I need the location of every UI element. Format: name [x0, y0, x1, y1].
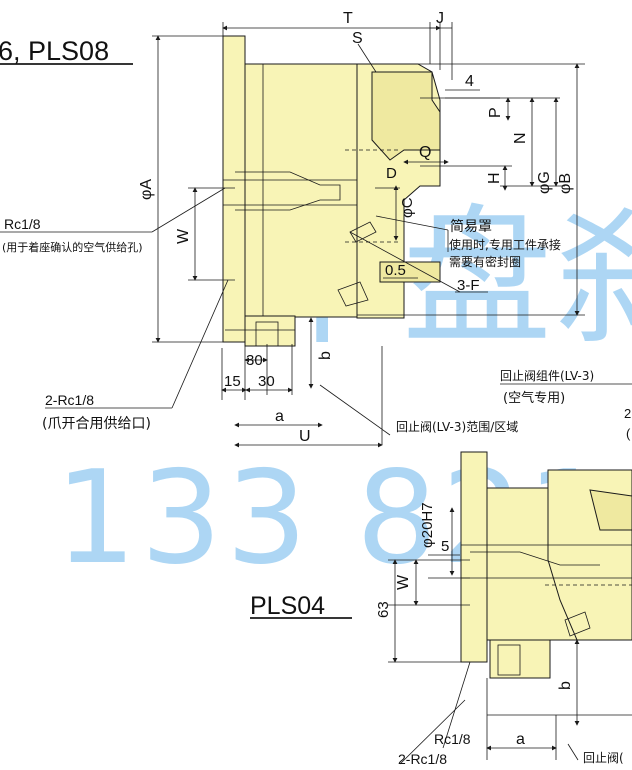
dim-H: H: [486, 172, 503, 184]
note-edge-paren: (: [626, 426, 631, 441]
note-check-valve-sub: 回止阀(: [583, 751, 624, 765]
sub-chuck-details: [461, 544, 632, 676]
dim-D: D: [386, 165, 397, 182]
dim-W-sub: W: [395, 574, 412, 590]
dim-phi20H7: φ20H7: [419, 502, 436, 548]
dim-15: 15: [224, 373, 241, 390]
note-cover-line-2: 需要有密封圈: [449, 254, 521, 269]
note-rc18-desc: (用于着座确认的空气供给孔): [2, 240, 143, 254]
main-chuck-details: [223, 64, 400, 347]
note-rc18: Rc1/8: [4, 216, 41, 232]
note-2-rc18-desc: (爪开合用供给口): [42, 416, 151, 432]
dim-63: 63: [375, 601, 392, 618]
sub-title: PLS04: [250, 592, 325, 620]
sub-dimension-lines: [388, 507, 632, 765]
sub-chuck-body: [460, 451, 632, 679]
note-rc18-sub: Rc1/8: [434, 731, 471, 747]
dim-4: 4: [465, 73, 474, 90]
note-2-rc18: 2-Rc1/8: [45, 392, 94, 408]
note-air-only: (空气专用): [503, 390, 565, 406]
dim-P: P: [487, 107, 504, 118]
dim-30-top: 30: [246, 352, 263, 369]
dim-U: U: [299, 428, 311, 445]
note-2-rc18-sub: 2-Rc1/8: [398, 751, 447, 767]
dim-5: 5: [441, 538, 449, 555]
dim-phiA: φA: [138, 179, 155, 200]
dim-b: b: [317, 351, 334, 360]
dim-T: T: [343, 10, 353, 27]
dim-N: N: [512, 132, 529, 144]
dim-Q: Q: [419, 144, 431, 161]
note-cover-line-1: 使用时,专用工件承接: [449, 237, 561, 252]
dim-3-F: 3-F: [457, 277, 480, 294]
dim-phiC: φC: [399, 197, 416, 218]
main-labels: T J S 4 P N Q H φG φB φA φC D W b 0.5 3-…: [2, 10, 632, 445]
dim-a: a: [275, 408, 284, 425]
dim-b-sub: b: [557, 681, 574, 690]
main-title: 6, PLS08: [0, 36, 109, 66]
note-cover-title: 简易罩: [450, 218, 492, 235]
dim-phiB: φB: [557, 173, 574, 194]
note-edge-two: 2: [624, 406, 631, 421]
dim-0-5: 0.5: [385, 262, 406, 279]
dim-S: S: [352, 30, 363, 47]
dim-J: J: [436, 10, 444, 27]
dim-phiG: φG: [536, 171, 553, 194]
main-dimension-lines: [0, 22, 585, 448]
dim-30-bottom: 30: [258, 373, 275, 390]
note-check-valve-range: 回止阀(LV-3)范围/区域: [396, 420, 518, 434]
note-check-valve-assy: 回止阀组件(LV-3): [500, 369, 594, 383]
dim-W: W: [175, 228, 192, 244]
sub-labels: φ20H7 5 W 63 b a Rc1/8 2-Rc1/8 回止阀(: [375, 502, 624, 767]
dim-a-sub: a: [516, 731, 525, 748]
main-chuck-body: [222, 35, 441, 347]
